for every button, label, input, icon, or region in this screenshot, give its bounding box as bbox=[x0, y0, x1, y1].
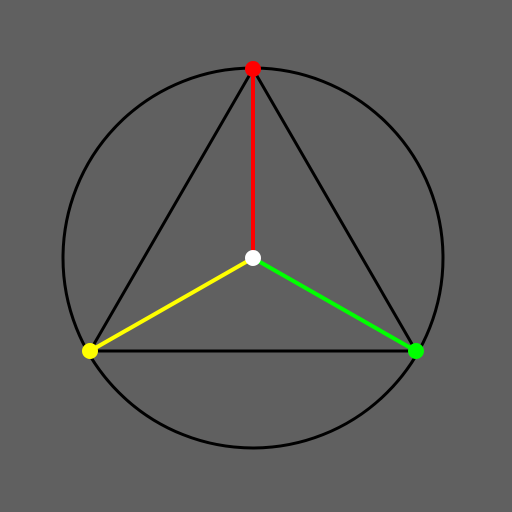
vertex-a-point bbox=[245, 61, 261, 77]
radius-line-b bbox=[89, 256, 254, 353]
radius-line-c bbox=[252, 256, 417, 353]
vertex-c-point bbox=[408, 343, 424, 359]
center-point bbox=[245, 250, 261, 266]
vertex-b-point bbox=[82, 343, 98, 359]
triangle bbox=[87, 66, 419, 353]
